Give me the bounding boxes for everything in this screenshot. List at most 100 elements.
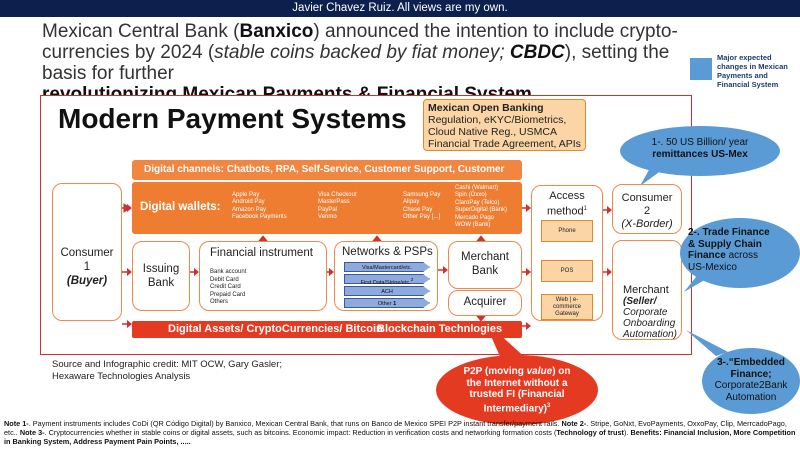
instrument-item: Credit Card xyxy=(210,284,241,291)
wallet-column-4: Cashi (Walmart) Spin (Oxxo) ClaroPay (Te… xyxy=(455,185,507,229)
instrument-item: Debit Card xyxy=(210,276,239,283)
headline-cbdc: CBDC xyxy=(509,42,565,63)
acquirer-box: Acquirer xyxy=(448,290,522,316)
merchant-bank-box: Merchant Bank xyxy=(448,241,522,289)
wallet-item: ClaroPay (Telco) xyxy=(455,199,500,206)
footnotes: Note 1-. Payment instruments includes Co… xyxy=(4,419,798,446)
wallet-item: Venmo xyxy=(318,214,337,221)
access-method-line2: method1 xyxy=(546,205,588,218)
legend-text: Major expected changes in Mexican Paymen… xyxy=(717,53,788,89)
instrument-item: Prepaid Card xyxy=(210,291,246,298)
digital-assets-bar: Digital Assets/ CryptoCurrencies/ Bitcoi… xyxy=(132,321,522,338)
callout-p2p-line3: trusted FI (Financial xyxy=(469,389,565,400)
access-method-note: 1 xyxy=(583,206,588,212)
issuing-bank-box: Issuing Bank xyxy=(132,241,190,311)
merchant-line5: Automation) xyxy=(623,329,677,340)
wallet-item: Chase Pay xyxy=(403,206,433,213)
note-trust: Technology of trust xyxy=(556,427,624,437)
network-note-2: 2 xyxy=(410,277,414,282)
callout-trade-finance: 2-. Trade Finance & Supply Chain Finance… xyxy=(680,218,800,288)
callout-p2p-value: value xyxy=(526,366,553,377)
wallet-item: Spin (Oxxo) xyxy=(455,192,487,199)
callout-p2p-line4: Intermediary)3 xyxy=(483,402,551,414)
note-1-label: Note 1- xyxy=(4,419,29,428)
access-pos: POS xyxy=(541,260,593,282)
consumer-1-line2: 1 xyxy=(83,261,91,273)
note-2-text: . Stripe, GoNxt, EvoPayments, OxxoPay, C… xyxy=(4,419,787,437)
note-3-end: ). xyxy=(623,427,631,437)
headline-italic: stable coins backed by fiat money; xyxy=(214,42,505,63)
digital-wallets-label: Digital wallets: xyxy=(140,201,221,213)
financial-instrument-box: Financial instrument Bank account Debit … xyxy=(199,241,327,311)
callout-embedded-line3: Corporate2Bank xyxy=(714,380,788,391)
network-pill-firstdata-label: First Data/Stripe/etc. xyxy=(360,279,411,286)
headline-part2: ) announced the intention to include cry… xyxy=(42,21,678,63)
wallet-item: Mercado Pago xyxy=(455,214,495,221)
callout-trade-line4: US-Mexico xyxy=(688,261,737,273)
consumer-2-box: Consumer 2 (X-Border) xyxy=(612,184,682,234)
consumer-2-line1: Consumer xyxy=(621,192,673,204)
callout-embedded-line4: Automation xyxy=(725,391,777,403)
blockchain-label: Blockchain Technlogies xyxy=(377,323,503,335)
wallet-item: Cashi (Walmart) xyxy=(455,185,499,191)
source-line2: Hexaware Technologies Analysis xyxy=(52,371,191,382)
merchant-line4: Onboarding xyxy=(623,318,676,329)
digital-channels-bar: Digital channels: Chatbots, RPA, Self-Se… xyxy=(132,160,522,195)
wallet-item: Apple Pay xyxy=(232,192,260,198)
callout-embedded-line1: 3-.“Embedded xyxy=(717,357,785,368)
wallet-item: Other Pay [...] xyxy=(403,214,441,221)
access-method-box: Access method1 Phone POS Web | e-commerc… xyxy=(531,185,603,321)
headline-banxico: Banxico xyxy=(239,21,314,42)
note-3-label: Note 3- xyxy=(19,427,45,437)
wallet-item: Android Pay xyxy=(232,199,265,206)
consumer-2-line2: 2 xyxy=(643,205,651,217)
merchant-box: Merchant (Seller/ Corporate Onboarding A… xyxy=(612,240,682,340)
merchant-bank-line1: Merchant xyxy=(461,251,509,263)
merchant-line1: Merchant xyxy=(623,284,669,296)
source-credit: Source and Infographic credit: MIT OCW, … xyxy=(52,359,282,383)
issuing-bank-line1: Issuing xyxy=(142,263,180,275)
digital-assets-label: Digital Assets/ CryptoCurrencies/ Bitcoi… xyxy=(168,323,383,335)
networks-title: Networks & PSPs xyxy=(342,246,433,258)
callout-trade-line3b: across xyxy=(725,250,759,261)
wallet-column-3: Samsung Pay Alipay Chase Pay Other Pay [… xyxy=(403,192,440,222)
issuing-bank-line2: Bank xyxy=(147,277,175,289)
wallet-item: PayPal xyxy=(318,206,338,213)
wallet-item: Amazon Pay xyxy=(232,206,267,213)
open-banking-body: Regulation, eKYC/Biometrics, Cloud Nativ… xyxy=(428,114,581,150)
callout-embedded-line2: Finance; xyxy=(730,368,772,380)
consumer-2-line3: (X-Border) xyxy=(621,218,673,230)
financial-instrument-title: Financial instrument xyxy=(210,247,313,259)
merchant-line3: Corporate xyxy=(623,307,668,318)
acquirer-label: Acquirer xyxy=(463,296,507,308)
open-banking-box: Mexican Open Banking Regulation, eKYC/Bi… xyxy=(423,99,586,151)
access-phone: Phone xyxy=(541,220,593,242)
callout-trade-line1: 2-. Trade Finance xyxy=(688,227,770,238)
source-line1: Source and Infographic credit: MIT OCW, … xyxy=(52,359,283,370)
consumer-1-line1: Consumer xyxy=(60,247,114,259)
network-pill-ach: ACH xyxy=(344,286,430,296)
top-banner: Javier Chavez Ruiz. All views are my own… xyxy=(0,0,800,17)
financial-instrument-list: Bank account Debit Card Credit Card Prep… xyxy=(210,269,246,307)
note-benefits: Benefits: Financial Inclusion, More Comp… xyxy=(4,427,796,446)
callout-remittances-line2: remittances US-Mex xyxy=(652,148,748,160)
wallet-item: Samsung Pay xyxy=(403,192,441,198)
merchant-bank-line2: Bank xyxy=(471,265,499,277)
wallet-item: Visa Checkout xyxy=(318,192,357,198)
callout-remittances-line1: 1-. 50 US Billion/ year xyxy=(651,137,749,148)
wallet-column-2: Visa Checkout MasterPass PayPal Venmo xyxy=(318,192,357,222)
access-method-line1: Access xyxy=(549,190,585,202)
legend-swatch xyxy=(690,58,712,80)
callout-remittances: 1-. 50 US Billion/ year remittances US-M… xyxy=(620,126,780,176)
headline-part1: Mexican Central Bank ( xyxy=(42,21,240,42)
note-1-text: . Payment instruments includes CoDi (QR … xyxy=(28,419,562,428)
callout-embedded-finance: 3-.“Embedded Finance; Corporate2Bank Aut… xyxy=(702,348,800,414)
callout-p2p-line1: P2P (moving value) on xyxy=(463,366,571,377)
wallet-item: MasterPass xyxy=(318,199,350,206)
consumer-1-line3: (Buyer) xyxy=(66,275,108,287)
note-3-text: . Cryptocurrencies whether in stable coi… xyxy=(44,427,557,437)
wallet-item: WOW (Bank) xyxy=(455,222,491,229)
wallet-item: Facebook Payments xyxy=(232,214,287,221)
callout-p2p-sup: 3 xyxy=(547,402,551,409)
callout-trade-line3: Finance xyxy=(688,250,726,261)
